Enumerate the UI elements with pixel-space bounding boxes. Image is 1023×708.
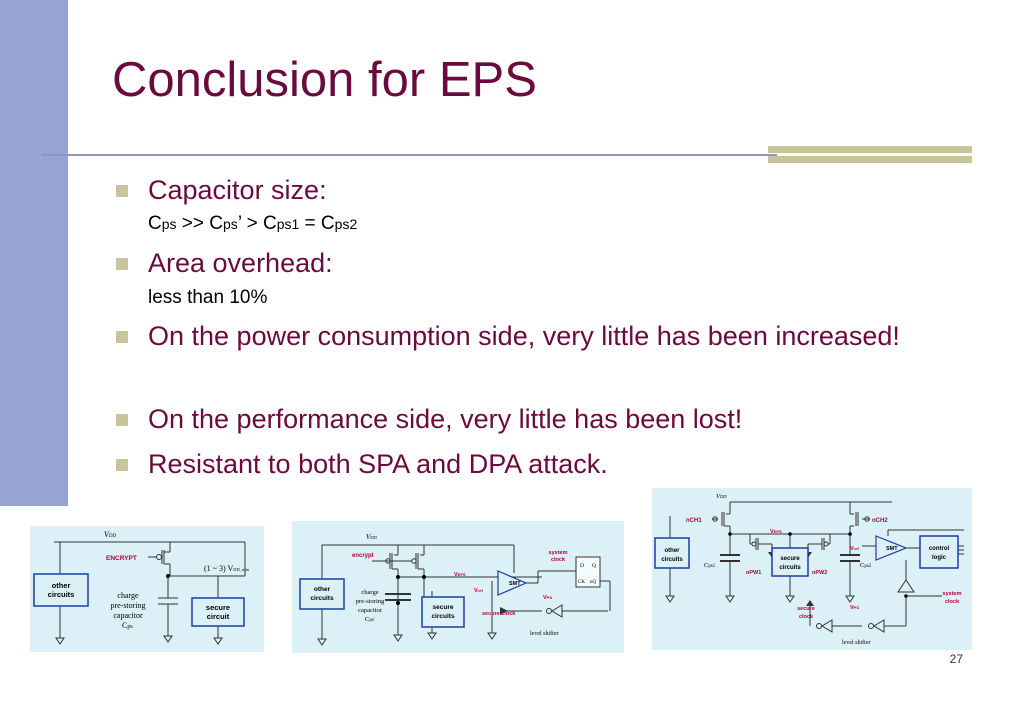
svg-text:circuit: circuit — [207, 612, 230, 621]
svg-text:other: other — [314, 586, 331, 593]
svg-text:Cps’: Cps’ — [365, 616, 376, 623]
svg-text:VEPS: VEPS — [770, 529, 782, 535]
area-overhead-value: less than 10% — [148, 287, 268, 308]
circuit-diagram-eps: VDD encrypt system clock VEPS Vref SMT o… — [292, 521, 624, 653]
svg-text:circuits: circuits — [779, 565, 801, 571]
bullet-marker — [116, 414, 128, 426]
title-divider — [42, 154, 777, 156]
svg-text:logic: logic — [932, 555, 947, 561]
decorative-stripe-top — [768, 146, 972, 153]
svg-text:VPS: VPS — [543, 595, 552, 601]
svg-text:system: system — [549, 550, 568, 556]
svg-text:secure: secure — [797, 606, 815, 612]
svg-text:Vref: Vref — [850, 546, 859, 552]
svg-text:other: other — [665, 548, 681, 554]
svg-text:capacitor: capacitor — [358, 607, 383, 614]
svg-text:charge: charge — [117, 591, 139, 600]
svg-text:CK: CK — [578, 580, 585, 585]
bullet-marker — [116, 185, 128, 197]
page-number: 27 — [949, 652, 963, 666]
svg-text:(1 ~ 3) VDD_min: (1 ~ 3) VDD_min — [204, 564, 250, 573]
circuit-diagram-basic: VDD ENCRYPT other circuits charge pre-st… — [30, 526, 264, 652]
bullet-resistant: Resistant to both SPA and DPA attack. — [148, 449, 608, 479]
svg-text:D: D — [580, 563, 584, 569]
svg-text:Cps2: Cps2 — [860, 562, 872, 569]
circuit-diagram-eps-two-capacitor-svg: VDD nCH1 nCH2 VEPS Vref SMT other circui… — [654, 493, 964, 646]
svg-text:Vref: Vref — [474, 588, 483, 594]
svg-text:ENCRYPT: ENCRYPT — [106, 555, 137, 562]
svg-text:VEPS: VEPS — [454, 572, 466, 578]
svg-text:nQ: nQ — [590, 580, 597, 585]
svg-text:secure: secure — [780, 556, 800, 562]
svg-text:circuits: circuits — [310, 595, 334, 602]
svg-text:circuits: circuits — [48, 590, 75, 599]
circuit-diagram-basic-svg: VDD ENCRYPT other circuits charge pre-st… — [33, 530, 250, 645]
svg-text:VDD: VDD — [366, 533, 378, 541]
svg-text:Cps: Cps — [122, 621, 133, 630]
svg-text:Cps1: Cps1 — [704, 562, 716, 569]
svg-text:secure clock: secure clock — [482, 611, 516, 617]
bullet-marker — [116, 331, 128, 343]
svg-text:clock: clock — [945, 599, 960, 605]
svg-text:Q: Q — [592, 563, 596, 569]
circuit-diagram-eps-svg: VDD encrypt system clock VEPS Vref SMT o… — [299, 533, 611, 646]
svg-text:clock: clock — [799, 614, 814, 620]
svg-text:secure: secure — [433, 604, 454, 611]
svg-text:pre-storing: pre-storing — [110, 601, 145, 610]
bullet-marker — [116, 459, 128, 471]
svg-text:nCH2: nCH2 — [872, 518, 888, 524]
svg-text:VDD: VDD — [716, 493, 727, 500]
bullet-capacitor-size: Capacitor size: — [148, 175, 327, 205]
svg-text:circuits: circuits — [661, 557, 683, 563]
svg-text:SMT: SMT — [886, 546, 898, 552]
decorative-stripe-bottom — [768, 156, 972, 163]
svg-text:circuits: circuits — [431, 613, 455, 620]
svg-text:SMT: SMT — [509, 581, 521, 587]
svg-text:level shifter: level shifter — [530, 630, 559, 637]
svg-text:VPS: VPS — [850, 605, 859, 611]
bullet-power: On the power consumption side, very litt… — [148, 321, 900, 351]
svg-text:clock: clock — [551, 557, 566, 563]
svg-text:nPW2: nPW2 — [812, 570, 827, 576]
svg-text:other: other — [52, 581, 71, 590]
svg-text:nCH1: nCH1 — [686, 518, 702, 524]
svg-text:VDD: VDD — [104, 530, 117, 539]
svg-text:charge: charge — [361, 589, 378, 596]
svg-text:encrypt: encrypt — [352, 553, 374, 559]
circuit-diagram-eps-two-capacitor: VDD nCH1 nCH2 VEPS Vref SMT other circui… — [652, 488, 972, 650]
slide-title: Conclusion for EPS — [112, 53, 537, 107]
svg-text:secure: secure — [206, 603, 230, 612]
bullet-marker — [116, 258, 128, 270]
bullet-area-overhead: Area overhead: — [148, 248, 333, 278]
svg-text:system: system — [943, 591, 962, 597]
capacitor-relation: Cps >> Cps’ > Cps1 = Cps2 — [148, 213, 358, 234]
svg-text:level shifter: level shifter — [842, 639, 871, 646]
left-accent-bar — [0, 0, 68, 506]
svg-text:pre-storing: pre-storing — [356, 598, 385, 605]
svg-text:capacitor: capacitor — [113, 611, 143, 620]
bullet-performance: On the performance side, very little has… — [148, 404, 743, 434]
svg-text:control: control — [929, 546, 950, 552]
svg-text:nPW1: nPW1 — [746, 570, 761, 576]
